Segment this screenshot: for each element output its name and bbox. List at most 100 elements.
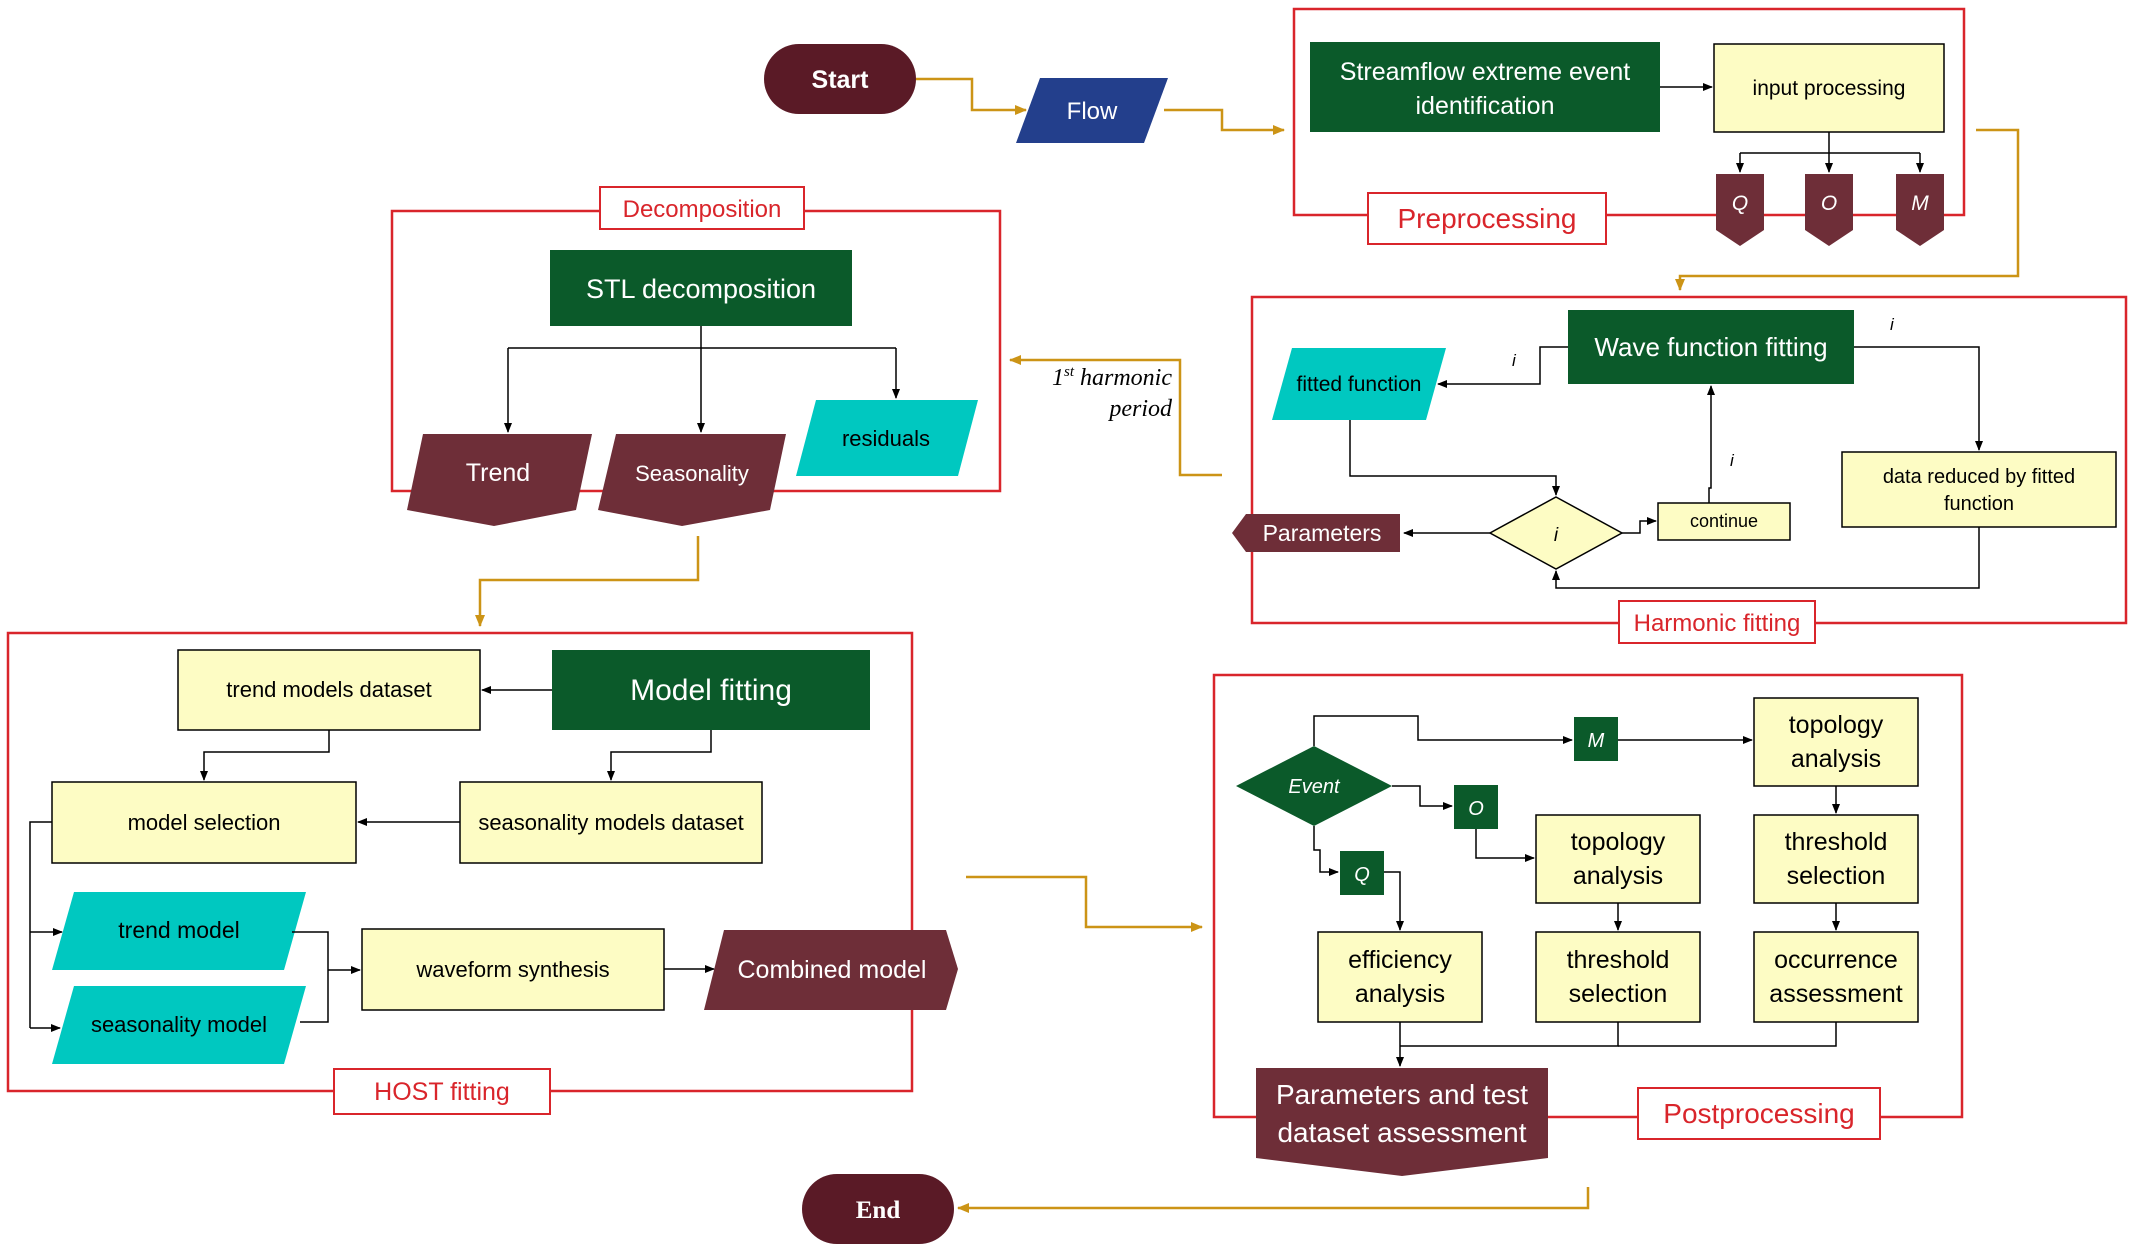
o-offpage-output: O	[1805, 174, 1853, 246]
svg-text:dataset assessment: dataset assessment	[1277, 1117, 1526, 1148]
svg-text:M: M	[1911, 192, 1929, 215]
svg-text:trend model: trend model	[118, 917, 239, 943]
topology-analysis-o-box: topology analysis	[1535, 814, 1701, 904]
svg-text:model selection: model selection	[128, 810, 281, 835]
svg-text:efficiency: efficiency	[1348, 946, 1452, 974]
postprocessing-frame	[1212, 673, 1964, 1119]
fitted-function-data: fitted function	[1272, 348, 1446, 420]
svg-text:Q: Q	[1354, 864, 1370, 886]
occurrence-assessment-box: occurrence assessment	[1753, 931, 1919, 1023]
o-connector: O	[1454, 785, 1498, 829]
q-connector: Q	[1340, 851, 1384, 895]
input-processing-box: input processing	[1713, 43, 1945, 133]
m-connector: M	[1574, 717, 1618, 761]
svg-text:function: function	[1944, 493, 2014, 515]
svg-text:analysis: analysis	[1791, 745, 1881, 773]
decomposition-label: Decomposition	[599, 186, 805, 230]
svg-text:analysis: analysis	[1355, 980, 1445, 1008]
svg-text:Parameters: Parameters	[1263, 520, 1382, 546]
svg-text:End: End	[856, 1197, 901, 1224]
continue-box: continue	[1657, 502, 1791, 541]
trend-model-data: trend model	[52, 892, 306, 970]
threshold-selection-m-box: threshold selection	[1753, 814, 1919, 904]
svg-text:Combined model: Combined model	[738, 956, 927, 984]
svg-text:Flow: Flow	[1067, 98, 1118, 125]
residuals-data: residuals	[796, 400, 978, 476]
svg-text:threshold: threshold	[1567, 946, 1670, 974]
svg-text:Trend: Trend	[466, 459, 530, 487]
first-harmonic-annotation: 1st harmonic period	[1052, 364, 1173, 422]
svg-text:Q: Q	[1732, 192, 1748, 215]
svg-text:topology: topology	[1789, 711, 1884, 739]
svg-text:continue: continue	[1690, 511, 1758, 531]
svg-text:Parameters and test: Parameters and test	[1276, 1079, 1528, 1110]
seasonality-models-dataset-box: seasonality models dataset	[459, 781, 763, 864]
data-reduced-box: data reduced by fitted function	[1841, 451, 2117, 528]
svg-text:Postprocessing: Postprocessing	[1663, 1098, 1854, 1129]
model-selection-box: model selection	[51, 781, 357, 864]
preprocessing-label: Preprocessing	[1367, 192, 1607, 245]
parameters-test-assessment-output: Parameters and test dataset assessment	[1256, 1068, 1548, 1176]
model-fitting-box: Model fitting	[552, 650, 870, 730]
iteration-decision: i	[1488, 496, 1624, 570]
svg-text:period: period	[1107, 396, 1173, 422]
svg-text:seasonality model: seasonality model	[91, 1012, 267, 1037]
efficiency-analysis-box: efficiency analysis	[1317, 931, 1483, 1023]
svg-text:Event: Event	[1288, 776, 1341, 798]
svg-text:Harmonic fitting: Harmonic fitting	[1634, 610, 1801, 637]
threshold-selection-o-box: threshold selection	[1535, 931, 1701, 1023]
trend-output: Trend	[407, 434, 592, 526]
svg-text:Decomposition: Decomposition	[623, 196, 782, 223]
m-offpage-output: M	[1896, 174, 1944, 246]
svg-text:trend models dataset: trend models dataset	[226, 677, 431, 702]
streamflow-identification-box: Streamflow extreme event identification	[1310, 42, 1660, 132]
waveform-synthesis-box: waveform synthesis	[361, 928, 665, 1011]
svg-text:waveform synthesis: waveform synthesis	[415, 957, 609, 982]
q-offpage-output: Q	[1716, 174, 1764, 246]
start-terminal: Start	[764, 44, 916, 114]
preprocessing-frame	[1292, 7, 1966, 217]
svg-text:Seasonality: Seasonality	[635, 461, 749, 486]
svg-text:selection: selection	[1569, 980, 1668, 1008]
svg-text:O: O	[1821, 192, 1837, 215]
svg-text:threshold: threshold	[1785, 828, 1888, 856]
svg-text:M: M	[1588, 730, 1605, 752]
trend-models-dataset-box: trend models dataset	[177, 649, 481, 731]
event-decision: Event	[1236, 746, 1392, 826]
combined-model-output: Combined model	[704, 930, 958, 1010]
svg-text:i: i	[1554, 525, 1559, 546]
svg-text:Start: Start	[812, 66, 870, 94]
seasonality-output: Seasonality	[598, 434, 786, 526]
svg-text:residuals: residuals	[842, 426, 930, 451]
svg-text:HOST fitting: HOST fitting	[374, 1078, 510, 1106]
svg-text:fitted function: fitted function	[1297, 373, 1422, 396]
parameters-output: Parameters	[1232, 514, 1400, 552]
i-label-left: i	[1512, 351, 1517, 370]
svg-text:STL decomposition: STL decomposition	[586, 274, 816, 304]
svg-text:analysis: analysis	[1573, 862, 1663, 890]
topology-analysis-m-box: topology analysis	[1753, 697, 1919, 787]
svg-text:Streamflow extreme event: Streamflow extreme event	[1340, 58, 1630, 86]
i-label-right: i	[1890, 315, 1895, 334]
seasonality-model-data: seasonality model	[52, 986, 306, 1064]
wave-function-fitting-box: Wave function fitting	[1568, 310, 1854, 384]
svg-text:Model fitting: Model fitting	[630, 674, 792, 707]
svg-text:identification: identification	[1416, 92, 1555, 120]
host-fitting-label: HOST fitting	[333, 1068, 551, 1115]
svg-text:Preprocessing: Preprocessing	[1398, 203, 1577, 234]
svg-text:occurrence: occurrence	[1774, 946, 1898, 974]
svg-text:selection: selection	[1787, 862, 1886, 890]
postprocessing-label: Postprocessing	[1637, 1087, 1881, 1140]
harmonic-fitting-label: Harmonic fitting	[1618, 600, 1816, 644]
svg-text:seasonality models dataset: seasonality models dataset	[478, 810, 743, 835]
svg-text:input processing: input processing	[1753, 77, 1906, 100]
svg-text:data reduced by fitted: data reduced by fitted	[1883, 466, 2075, 488]
end-terminal: End	[802, 1174, 954, 1244]
flow-input: Flow	[1016, 78, 1168, 143]
svg-text:assessment: assessment	[1769, 980, 1902, 1008]
svg-text:O: O	[1468, 798, 1484, 820]
svg-text:1st harmonic: 1st harmonic	[1052, 364, 1172, 391]
i-label-continue: i	[1730, 451, 1735, 470]
svg-text:Wave function fitting: Wave function fitting	[1594, 332, 1827, 362]
